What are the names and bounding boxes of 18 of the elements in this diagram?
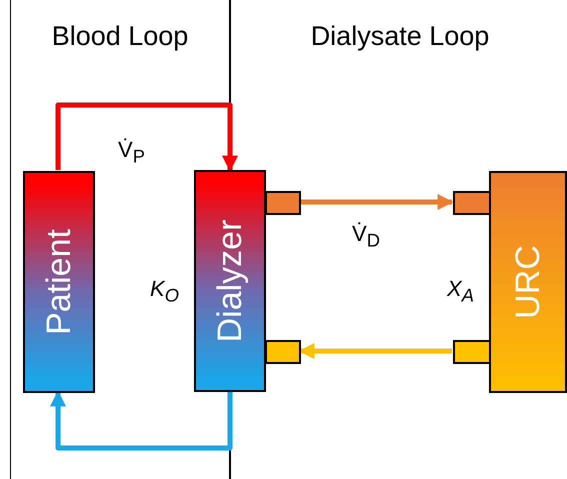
port-block (265, 340, 301, 364)
loop-title: Dialysate Loop (310, 21, 490, 51)
parameter-label: X$_{A}$ (447, 276, 474, 306)
arrow (298, 343, 452, 359)
block-label: Patient (41, 229, 77, 335)
urc-block (489, 171, 567, 393)
port-block (453, 340, 491, 364)
port-block (453, 191, 491, 215)
arrow (300, 194, 454, 210)
block-label: Dialyzer (212, 220, 248, 342)
arrow (50, 390, 232, 450)
arrow (56, 102, 238, 172)
parameter-label: K$_{O}$ (150, 276, 179, 306)
patient-block (23, 171, 95, 393)
dialyzer-block (194, 170, 266, 392)
port-block (265, 191, 301, 215)
block-label: URC (510, 245, 546, 319)
loop-title: Blood Loop (52, 21, 188, 51)
